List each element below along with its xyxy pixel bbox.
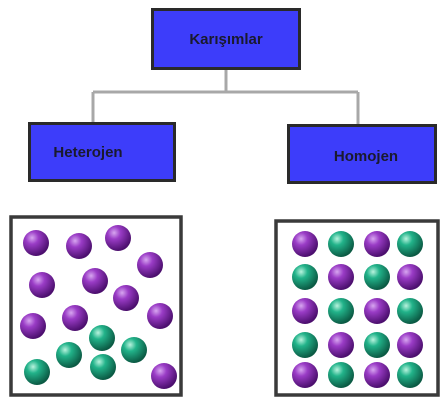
root-node-karisimlar: Karışımlar — [151, 8, 301, 70]
heterojen-purple-particle — [29, 272, 55, 298]
heterojen-purple-particle — [23, 230, 49, 256]
heterojen-purple-particle — [113, 285, 139, 311]
homojen-purple-particle — [328, 332, 354, 358]
homojen-green-particle — [397, 231, 423, 257]
heterojen-label: Heterojen — [53, 143, 123, 161]
heterojen-green-particle — [24, 359, 50, 385]
homojen-green-particle — [397, 362, 423, 388]
heterojen-green-particle — [90, 354, 116, 380]
connector-lines — [91, 70, 360, 124]
homojen-green-particle — [328, 298, 354, 324]
homojen-purple-particle — [397, 332, 423, 358]
homojen-purple-particle — [364, 298, 390, 324]
homojen-purple-particle — [364, 231, 390, 257]
heterojen-purple-particle — [62, 305, 88, 331]
homojen-purple-particle — [364, 362, 390, 388]
homojen-green-particle — [292, 332, 318, 358]
heterojen-purple-particle — [82, 268, 108, 294]
homojen-purple-particle — [292, 231, 318, 257]
node-heterojen: Heterojen — [28, 122, 176, 182]
homojen-purple-particle — [397, 264, 423, 290]
heterojen-purple-particle — [105, 225, 131, 251]
heterojen-purple-particle — [151, 363, 177, 389]
homojen-purple-particle — [328, 264, 354, 290]
node-homojen: Homojen — [287, 124, 437, 184]
heterojen-green-particle — [56, 342, 82, 368]
homojen-green-particle — [364, 264, 390, 290]
heterojen-purple-particle — [66, 233, 92, 259]
homojen-label: Homojen — [333, 147, 399, 165]
homojen-purple-particle — [292, 362, 318, 388]
homojen-green-particle — [328, 362, 354, 388]
homojen-particles — [292, 231, 423, 388]
homojen-green-particle — [397, 298, 423, 324]
homojen-green-particle — [364, 332, 390, 358]
heterojen-purple-particle — [20, 313, 46, 339]
homojen-purple-particle — [292, 298, 318, 324]
homojen-green-particle — [328, 231, 354, 257]
heterojen-green-particle — [89, 325, 115, 351]
root-node-label: Karışımlar — [189, 30, 263, 48]
heterojen-purple-particle — [147, 303, 173, 329]
homojen-green-particle — [292, 264, 318, 290]
heterojen-particles — [20, 225, 177, 389]
heterojen-purple-particle — [137, 252, 163, 278]
heterojen-green-particle — [121, 337, 147, 363]
